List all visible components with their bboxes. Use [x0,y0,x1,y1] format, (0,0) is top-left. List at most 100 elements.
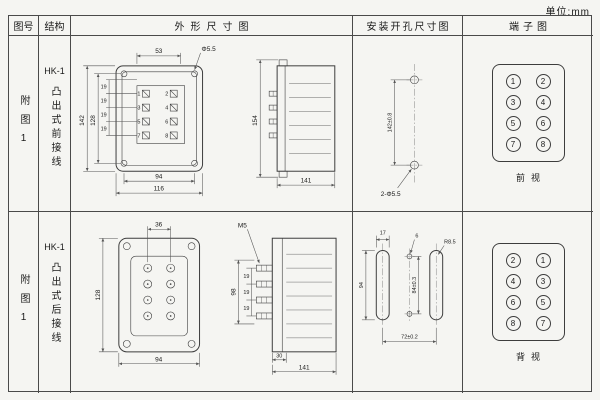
dim-label-m5: M5 [238,222,247,229]
dim-label-98: 98 [230,288,237,296]
pin-number: 1 [137,92,140,98]
mounting-slots [375,243,444,327]
dim-label-116: 116 [154,186,165,193]
terminal-pin: 3 [505,94,521,110]
outline-drawing-rear-wiring: 36 128 94 [95,221,337,375]
terminal-cell-row2: 2 1 4 3 6 5 8 7 背视 [463,212,593,393]
dim-label-53: 53 [155,48,163,55]
dim-label-hole-count: 2-Φ5.5 [381,191,401,198]
dim-label-pitch: 19 [243,274,249,280]
dim-slot-width: 17 [376,231,390,248]
header-fig-no: 图号 [9,16,39,36]
mounting-drawing-front-wiring: 142±0.8 2-Φ5.5 [381,64,423,198]
dim-label-6: 6 [415,234,418,240]
dim-label-94: 94 [155,174,163,181]
terminal-pin: 2 [535,73,551,89]
front-view-pins: 1 2 3 4 5 6 7 8 [137,89,178,139]
side-view-body [268,59,336,178]
view-label-rear: 背视 [515,351,546,362]
terminal-pin: 3 [535,273,551,289]
dim-side-width: 141 [272,352,337,375]
structure-cell-row2: HK-1 凸出式后接线 [39,212,71,393]
dim-label-84: 84±0.3 [412,277,418,294]
terminal-pin: 4 [535,94,551,110]
terminal-pin: 7 [535,315,551,331]
terminal-pin: 1 [535,252,551,268]
dim-label-r85: R8.5 [444,240,456,246]
terminal-pin: 7 [505,136,521,152]
pin-number: 6 [165,120,168,126]
dim-side-width: 141 [276,172,336,189]
figure-number: 附图1 [18,273,29,332]
terminal-pin: 1 [505,73,521,89]
header-terminal: 端子图 [463,16,593,36]
callout-hole-count: 2-Φ5.5 [381,168,412,198]
dim-height-outer: 142 [79,65,116,172]
dim-label-94: 94 [359,282,365,288]
terminal-pin: 6 [505,294,521,310]
dim-slot-span: 72±0.2 [382,327,437,345]
structure-type: 凸出式前接线 [49,86,60,170]
fig-no-cell-row1: 附图1 [9,36,39,212]
terminal-pin: 6 [535,115,551,131]
dim-label-141: 141 [299,364,310,371]
structure-cell-row1: HK-1 凸出式前接线 [39,36,71,212]
figure-number: 附图1 [18,94,29,153]
outline-cell-row2: 36 128 94 [71,212,353,393]
dim-label-128: 128 [95,289,102,300]
pin-number: 7 [137,133,140,139]
callout-screw: M5 [238,222,260,264]
pin-number: 8 [165,133,168,139]
dim-top-width: 36 [147,221,171,263]
mounting-cell-row2: 17 6 R8.5 94 [353,212,463,393]
dim-side-height: 154 [252,59,279,178]
terminal-cell-row1: 1 2 3 4 5 6 7 8 前视 [463,36,593,212]
mounting-cell-row1: 142±0.8 2-Φ5.5 [353,36,463,212]
dim-label-30: 30 [276,353,282,359]
dim-hole-span: 84±0.3 [412,256,422,315]
structure-type: 凸出式后接线 [49,262,60,346]
terminal-pin: 4 [505,273,521,289]
pin-number: 4 [165,106,168,112]
model-label: HK-1 [44,66,65,76]
outline-cell-row1: 1 2 3 4 5 6 7 8 53 Φ5.5 [71,36,353,212]
dim-label-128: 128 [90,115,97,126]
dim-stud-stack: 98 [230,259,255,325]
terminal-pin: 8 [505,315,521,331]
dim-height-outer: 128 [95,237,118,353]
pin-number: 3 [137,106,140,112]
dim-label-pitch: 19 [243,290,249,296]
rear-view-body [118,237,201,353]
dim-bottom-width: 94 [118,352,200,367]
header-structure: 结构 [39,16,71,36]
terminal-pin: 5 [505,115,521,131]
outline-drawing-front-wiring: 1 2 3 4 5 6 7 8 53 Φ5.5 [79,46,336,197]
dim-label-hole-span: 142±0.8 [388,113,394,133]
header-outline: 外形尺寸图 [71,16,353,36]
side-view-body [256,237,337,353]
terminal-pin: 8 [535,136,551,152]
pin-number: 5 [137,120,140,126]
dim-slot-length: 94 [359,250,375,321]
dim-flange-depth: 30 [272,352,287,363]
fig-no-cell-row2: 附图1 [9,212,39,393]
mounting-drawing-rear-wiring: 17 6 R8.5 94 [359,231,456,345]
model-label: HK-1 [44,242,65,252]
terminal-block-rear: 2 1 4 3 6 5 8 7 [491,242,565,341]
terminal-pin: 2 [505,252,521,268]
dim-label-pitch: 19 [101,99,107,105]
callout-center-hole: 6 [410,234,418,254]
dim-corner-hole: Φ5.5 [194,46,216,70]
dim-hole-span: 142±0.8 [388,79,411,166]
terminal-pin: 5 [535,294,551,310]
dim-label-pitch: 19 [101,85,107,91]
callout-slot-radius: R8.5 [437,240,456,255]
front-view-body [115,65,204,172]
dim-label-pitch: 19 [101,126,107,132]
dim-pin-pitch-chain: 19 19 19 19 [101,79,137,136]
dim-label-141: 141 [301,178,312,185]
header-mounting: 安装开孔尺寸图 [353,16,463,36]
dim-height-inner: 128 [90,73,122,164]
dim-bottom-outer: 116 [115,173,203,197]
